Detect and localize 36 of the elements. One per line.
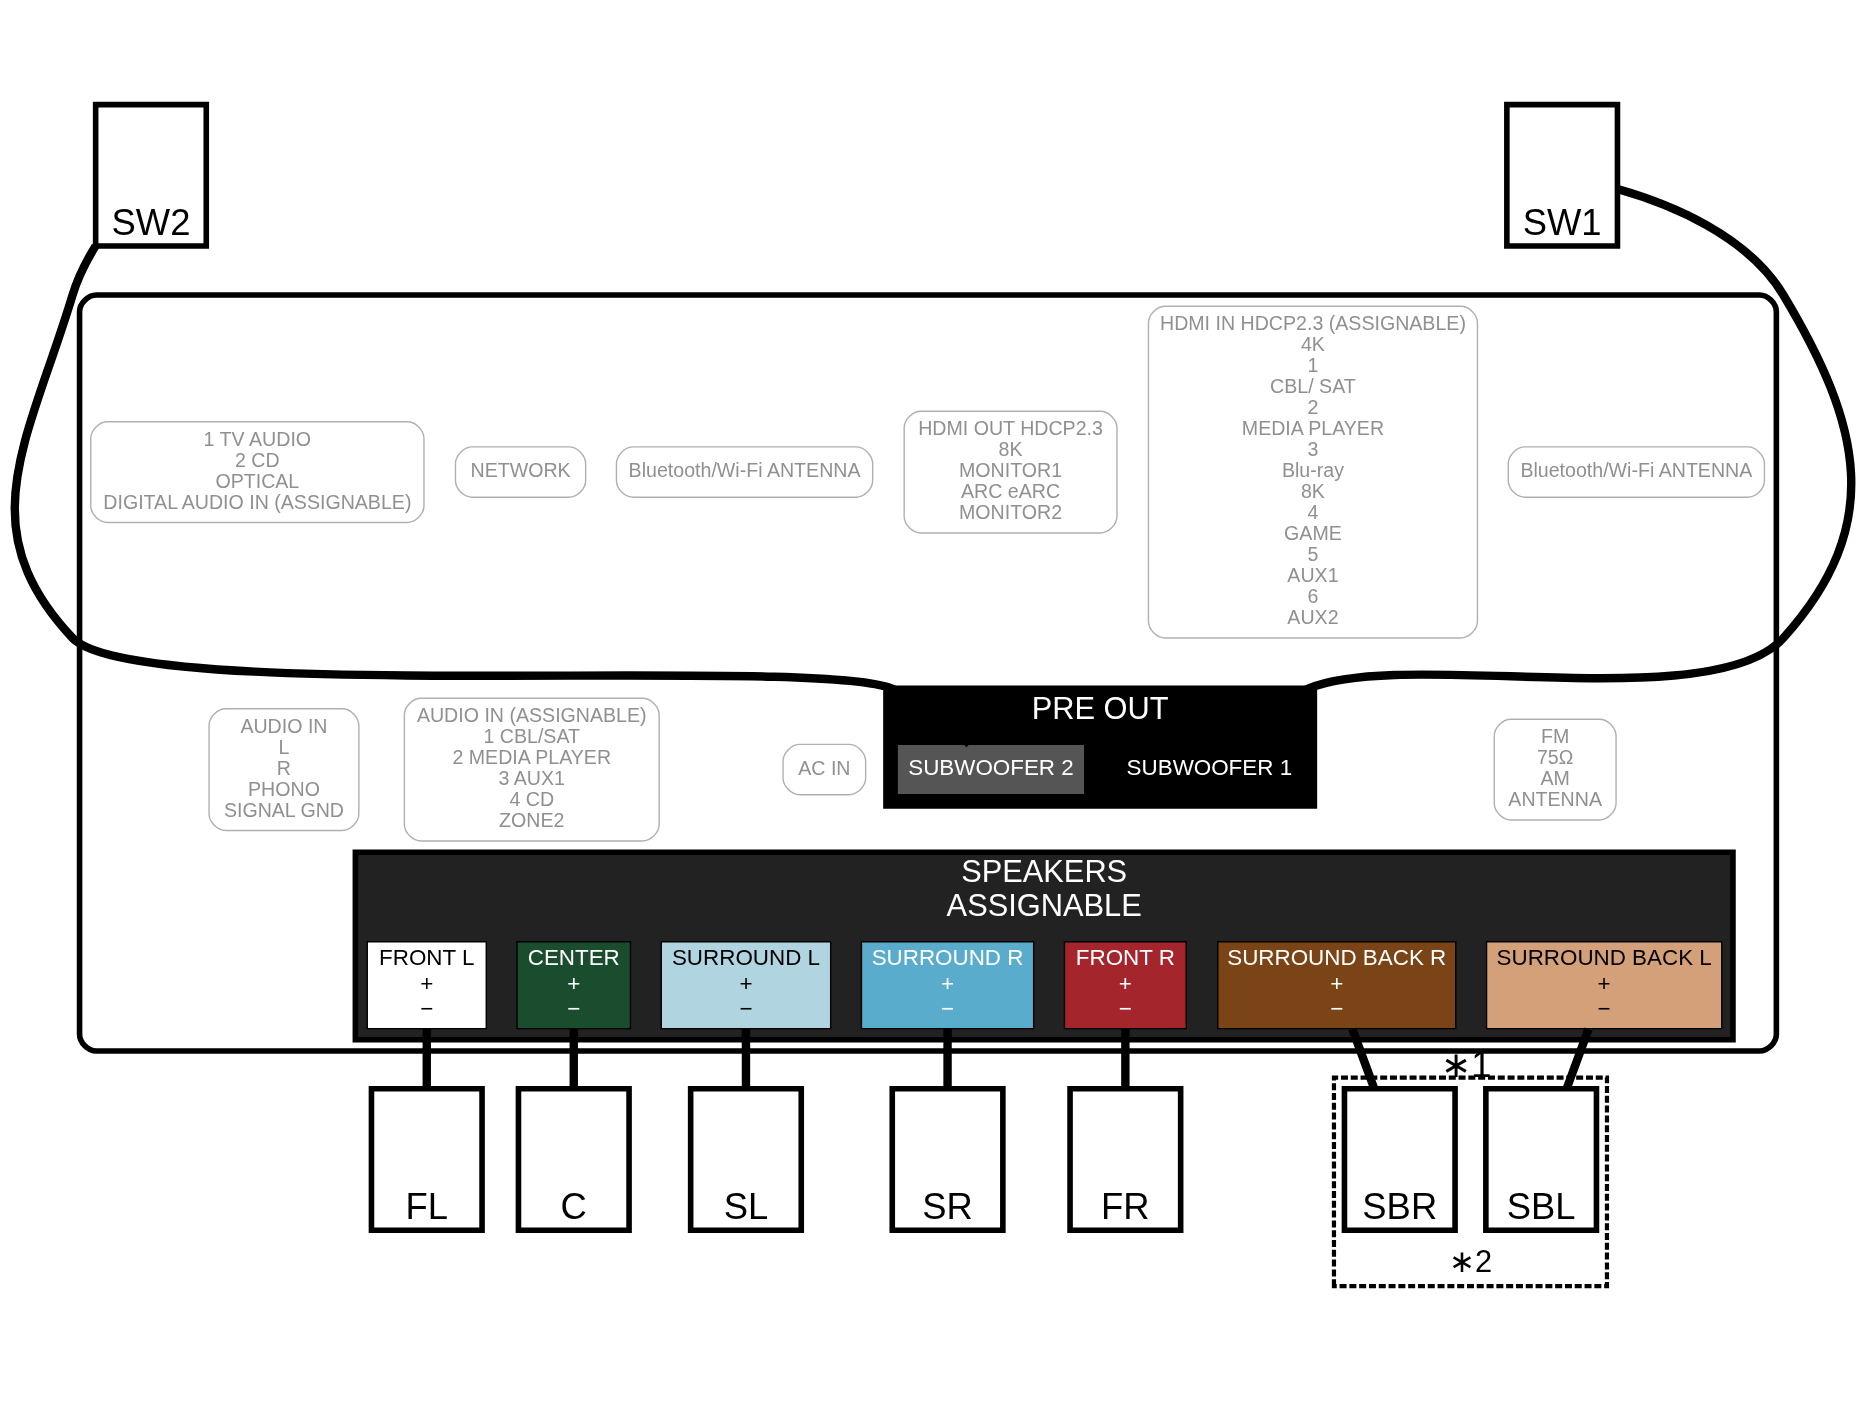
connector [569,1029,578,1089]
node-label: ∗2 [1448,1243,1493,1279]
node-box: SW2 [92,101,210,249]
node-box: HDMI IN HDCP2.3 (ASSIGNABLE) 4K 1 CBL/ SAT 2 MEDIA PLAYER 3 Blu-ray 8K 4 GAME 5 AUX1 6 AUX2 [1147,305,1479,639]
connector [1121,1029,1130,1089]
connector [741,1029,751,1089]
node-box: FRONT L + − [366,941,487,1030]
cluster [76,292,1780,1054]
node-box: NETWORK [454,446,587,498]
node-box: FM 75Ω AM ANTENNA [1493,718,1617,821]
node-box: Bluetooth/Wi-Fi ANTENNA [1507,446,1766,498]
node-box: CENTER + − [516,941,632,1030]
node-box: SURROUND BACK R + − [1217,941,1457,1030]
node-box: HDMI OUT HDCP2.3 8K MONITOR1 ARC eARC MONITOR2 [903,410,1118,534]
node-box: Bluetooth/Wi-Fi ANTENNA [615,446,874,498]
node-box: SURROUND R + − [860,941,1035,1030]
node-box: SURROUND BACK L + − [1485,941,1723,1030]
node-text: SUBWOOFER 1 [1126,754,1293,780]
node-box: C [515,1086,632,1233]
connector [943,1029,952,1089]
node-box: SBL [1483,1086,1600,1233]
node-box: AUDIO IN L R PHONO SIGNAL GND [208,708,360,832]
node-box: SURROUND L + − [660,941,832,1030]
node-box: SR [889,1086,1006,1233]
node-box: SBR [1341,1086,1458,1233]
node-box: FRONT R + − [1063,941,1187,1030]
node-box: 1 TV AUDIO 2 CD OPTICAL DIGITAL AUDIO IN (ASSIGNABLE) [90,421,425,524]
node-box: SL [687,1086,805,1233]
node-box: SW1 [1504,101,1621,249]
node-box: FL [368,1086,485,1233]
cluster [1331,1075,1610,1289]
connector [422,1029,431,1089]
node-box: FR [1067,1086,1184,1233]
node-box: AC IN [782,743,867,796]
node-box: SUBWOOFER 2 [896,743,1086,796]
node-box: AUDIO IN (ASSIGNABLE) 1 CBL/SAT 2 MEDIA PLAYER 3 AUX1 4 CD ZONE2 [403,697,660,842]
